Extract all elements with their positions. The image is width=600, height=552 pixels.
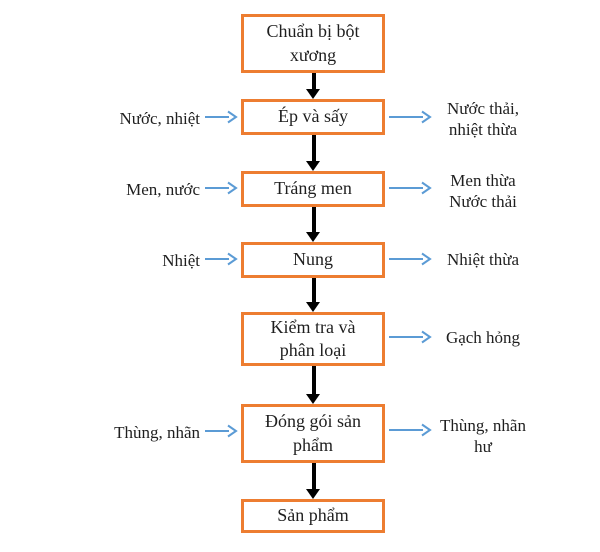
input-label-glaze-water: Men, nước bbox=[126, 180, 200, 199]
input-label-box-label: Thùng, nhãn bbox=[114, 423, 200, 442]
flow-arrow-icon bbox=[306, 366, 321, 404]
arrow-head bbox=[306, 489, 320, 499]
arrow-head bbox=[306, 394, 320, 404]
output-label-damaged-box-label: Thùng, nhãn hư bbox=[440, 416, 526, 457]
arrow-shaft bbox=[311, 207, 316, 233]
step-box-glaze: Tráng men bbox=[241, 171, 385, 207]
arrow-shaft bbox=[311, 366, 316, 395]
input-label-heat: Nhiệt bbox=[162, 251, 200, 270]
step-box-prepare-bone-powder: Chuẩn bị bột xương bbox=[241, 14, 385, 73]
arrow-head bbox=[306, 302, 320, 312]
flow-arrow-icon bbox=[306, 207, 321, 242]
flow-arrow-icon bbox=[306, 278, 321, 312]
output-arrow-icon bbox=[389, 181, 432, 195]
input-arrow-icon bbox=[205, 424, 238, 438]
input-label-water-heat: Nước, nhiệt bbox=[119, 109, 200, 128]
input-arrow-icon bbox=[205, 252, 238, 266]
step-box-press-and-dry: Ép và sấy bbox=[241, 99, 385, 135]
input-arrow-icon bbox=[205, 181, 238, 195]
output-arrow-icon bbox=[389, 252, 432, 266]
flow-arrow-icon bbox=[306, 463, 321, 499]
flow-arrow-icon bbox=[306, 135, 321, 171]
step-box-package: Đóng gói sản phẩm bbox=[241, 404, 385, 463]
output-label-wastewater-excess-heat: Nước thải, nhiệt thừa bbox=[446, 99, 520, 140]
step-box-fire: Nung bbox=[241, 242, 385, 278]
flow-arrow-icon bbox=[306, 73, 321, 99]
arrow-head bbox=[306, 89, 320, 99]
arrow-head bbox=[306, 232, 320, 242]
step-box-product: Sản phẩm bbox=[241, 499, 385, 533]
output-arrow-icon bbox=[389, 330, 432, 344]
arrow-shaft bbox=[311, 463, 316, 490]
output-label-excess-glaze-wastewater: Men thừa Nước thải bbox=[449, 171, 517, 212]
arrow-shaft bbox=[311, 278, 316, 303]
output-label-excess-heat: Nhiệt thừa bbox=[446, 250, 519, 269]
input-arrow-icon bbox=[205, 110, 238, 124]
output-arrow-icon bbox=[389, 423, 432, 437]
output-label-broken-tiles: Gạch hỏng bbox=[445, 328, 521, 347]
arrow-shaft bbox=[311, 135, 316, 162]
arrow-head bbox=[306, 161, 320, 171]
output-arrow-icon bbox=[389, 110, 432, 124]
step-box-inspect-classify: Kiểm tra và phân loại bbox=[241, 312, 385, 366]
arrow-shaft bbox=[311, 73, 316, 90]
